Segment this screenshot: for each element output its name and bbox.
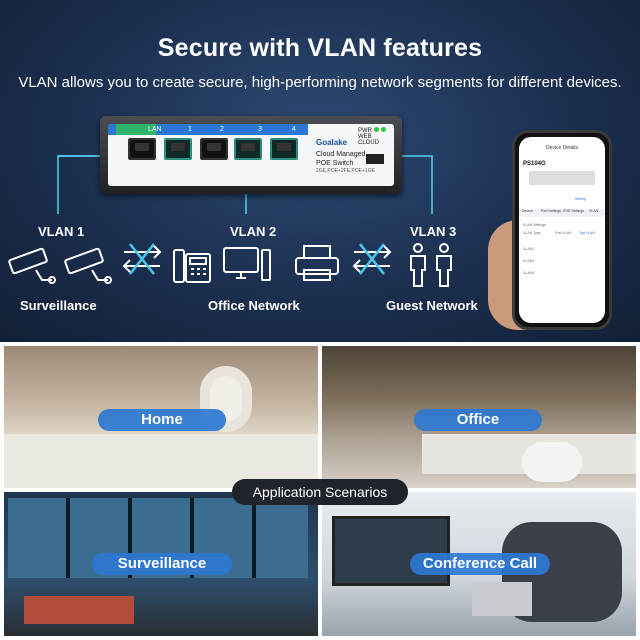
- surveillance-tag: Surveillance: [92, 553, 232, 575]
- app-row: VLAN Settings: [523, 223, 546, 227]
- app-row: VLAN1: [523, 247, 535, 251]
- app-tabs: Device Port Settings POE Settings VLAN: [519, 209, 605, 217]
- strip-label-3: 3: [258, 126, 262, 133]
- app-row: VLAN Type: [523, 231, 541, 235]
- switch-spec: 2GE,POE+2FE,POE+1GE: [316, 168, 375, 174]
- poe-switch-image: LAN 1 2 3 4 Goalake Cloud Managed POE Sw…: [100, 116, 402, 194]
- strip-label-4: 4: [292, 126, 296, 133]
- switch-model: Cloud Managed POE Switch: [316, 151, 366, 167]
- ethernet-port: [164, 138, 192, 160]
- port-strip: LAN 1 2 3 4: [108, 124, 308, 135]
- cctv-camera-icon: [8, 247, 112, 284]
- surveillance-group-label: Surveillance: [20, 298, 97, 313]
- app-row: VLAN3: [523, 271, 535, 275]
- strip-label-lan: LAN: [148, 126, 162, 133]
- strip-label-2: 2: [220, 126, 224, 133]
- ethernet-port: [200, 138, 228, 160]
- guest-group-label: Guest Network: [386, 298, 478, 313]
- tab-poe-settings[interactable]: POE Settings: [563, 209, 585, 213]
- switch-leds: PWR WEB CLOUD: [358, 127, 394, 146]
- blocked-arrows-icon: [352, 243, 392, 275]
- reset-button: [366, 154, 384, 164]
- application-scenarios-badge: Application Scenarios: [232, 479, 408, 505]
- strip-label-1: 1: [188, 126, 192, 133]
- tab-device[interactable]: Device: [522, 209, 533, 213]
- vlan1-label: VLAN 1: [38, 224, 85, 239]
- switch-brand: Goalake: [316, 138, 348, 147]
- app-row: VLAN2: [523, 259, 535, 263]
- office-photo: [322, 346, 636, 488]
- ethernet-port: [234, 138, 262, 160]
- smartphone: Device Details PS104G Setting Device Por…: [512, 130, 612, 330]
- app-screen: Device Details PS104G Setting Device Por…: [519, 137, 605, 323]
- tab-vlan[interactable]: VLAN: [589, 209, 599, 213]
- app-row[interactable]: Tag VLAN: [579, 231, 595, 235]
- device-thumbnail: [529, 171, 595, 185]
- guest-people-icon: [410, 243, 452, 287]
- vlan3-label: VLAN 3: [410, 224, 457, 239]
- printer-icon: [295, 245, 339, 281]
- app-row[interactable]: Port VLAN: [555, 231, 572, 235]
- computer-icon: [223, 247, 271, 281]
- home-tag: Home: [98, 409, 226, 431]
- office-group-label: Office Network: [208, 298, 300, 313]
- app-header: Device Details: [546, 145, 578, 151]
- page-subtitle: VLAN allows you to create secure, high-p…: [18, 74, 622, 91]
- ethernet-port: [270, 138, 298, 160]
- app-setting-link[interactable]: Setting: [575, 197, 586, 201]
- page-title: Secure with VLAN features: [157, 34, 483, 62]
- blocked-arrows-icon: [122, 243, 162, 275]
- ethernet-port: [128, 138, 156, 160]
- conference-call-tag: Conference Call: [410, 553, 550, 575]
- office-tag: Office: [414, 409, 542, 431]
- phone-icon: [173, 249, 211, 283]
- app-device-name: PS104G: [523, 161, 546, 167]
- tab-port-settings[interactable]: Port Settings: [541, 209, 562, 213]
- vlan2-label: VLAN 2: [230, 224, 277, 239]
